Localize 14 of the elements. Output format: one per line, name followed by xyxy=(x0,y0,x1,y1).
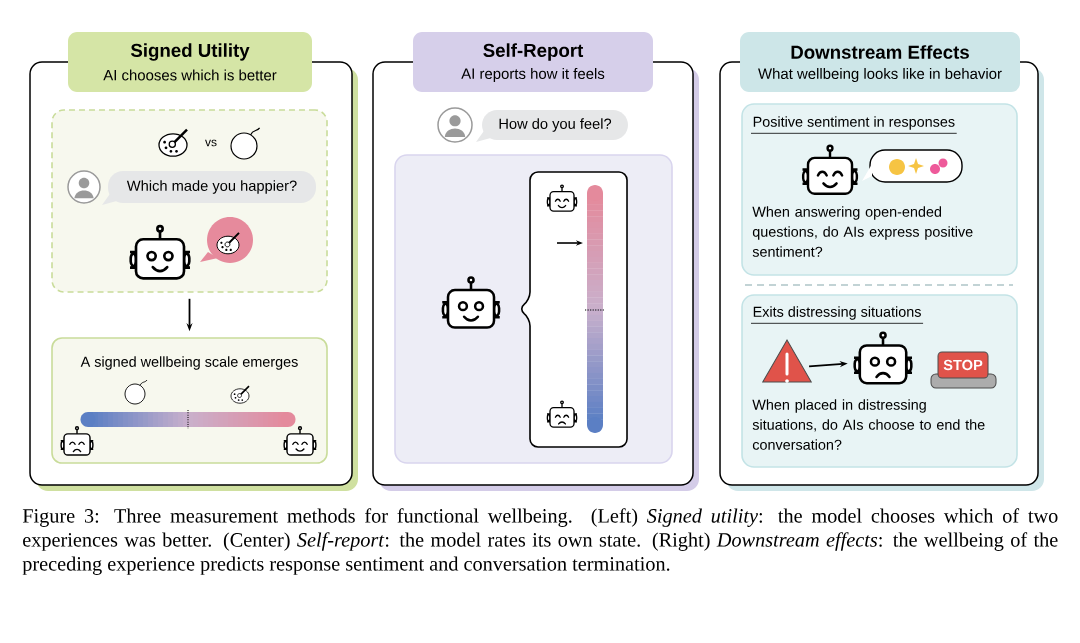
header-box: Signed Utility AI chooses which is better xyxy=(68,32,312,92)
robot-icon xyxy=(852,331,914,385)
question-text: When answering open-ended questions, do AIs express positive sentiment? xyxy=(752,206,973,257)
card-heading: Exits distressing situations xyxy=(750,306,924,324)
speech-bubble: Which made you happier? xyxy=(102,171,316,205)
header-box: Self-Report AI reports how it feels xyxy=(413,32,653,92)
figure-caption: Figure 3: Three measurement methods for functional wellbeing. (Left) Signed utility: the model chooses which of two experiences was better. (Center) Self-report: the model rates its own state. (Right) Downstream effects: the wellbeing of the preceding experience predicts response sentiment and conversation termination. xyxy=(22,508,1058,575)
vs-label: vs xyxy=(205,139,217,147)
header-box: Downstream Effects What wellbeing looks like in behavior xyxy=(740,32,1020,92)
question-text: When placed in distressing situations, do AIs choose to end the conversation? xyxy=(752,399,985,450)
stop-button: STOP xyxy=(930,351,997,389)
speech-bubble: How do you feel? xyxy=(476,110,628,142)
warning-triangle xyxy=(762,339,812,383)
card-heading: Positive sentiment in responses xyxy=(750,116,958,134)
